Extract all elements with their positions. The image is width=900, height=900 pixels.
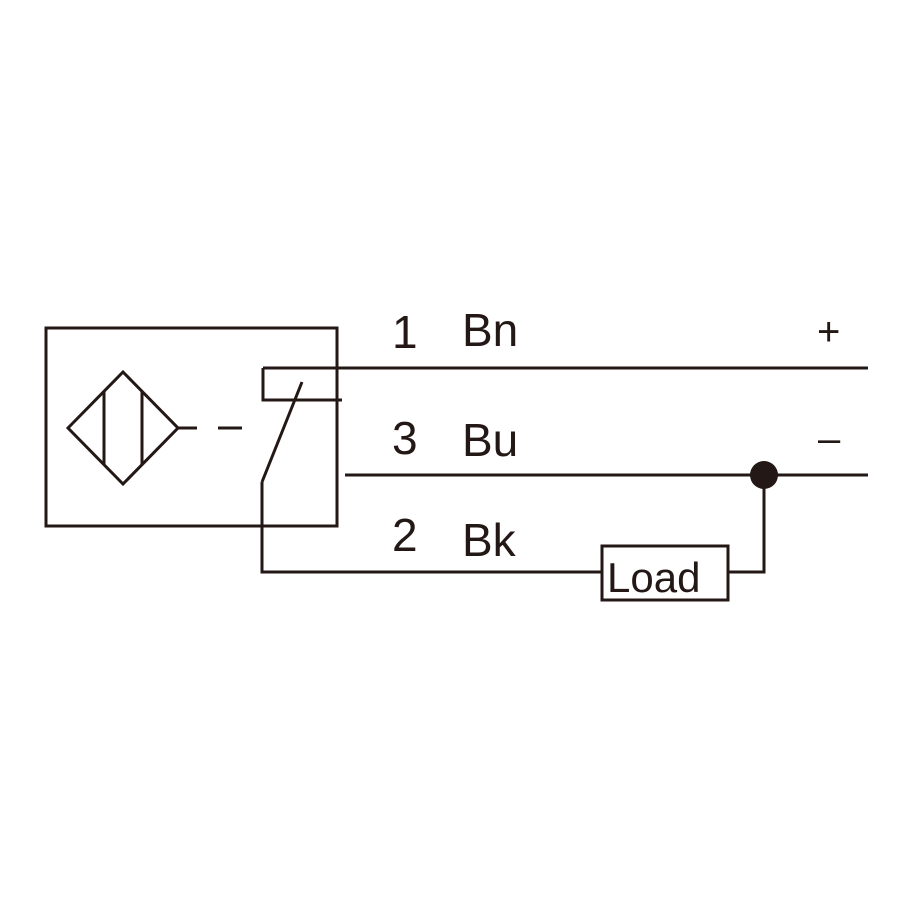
pin-1-label: 1 xyxy=(392,306,418,358)
wire-2-bk xyxy=(260,482,602,574)
plus-terminal-label: + xyxy=(817,310,840,354)
pin-2-label: 2 xyxy=(392,509,418,561)
switch-blade xyxy=(260,381,304,483)
load-return-wire xyxy=(728,475,766,574)
switch-contact-notch xyxy=(261,368,342,402)
sensor-housing xyxy=(44,326,339,528)
minus-terminal-label: – xyxy=(818,417,841,461)
inductive-sensor-symbol xyxy=(65,369,181,487)
wire-1-color-label: Bn xyxy=(462,304,518,356)
pin-3-label: 3 xyxy=(392,412,418,464)
wire-2-color-label: Bk xyxy=(462,514,517,566)
wire-3-color-label: Bu xyxy=(462,414,518,466)
load-label: Load xyxy=(607,554,700,601)
